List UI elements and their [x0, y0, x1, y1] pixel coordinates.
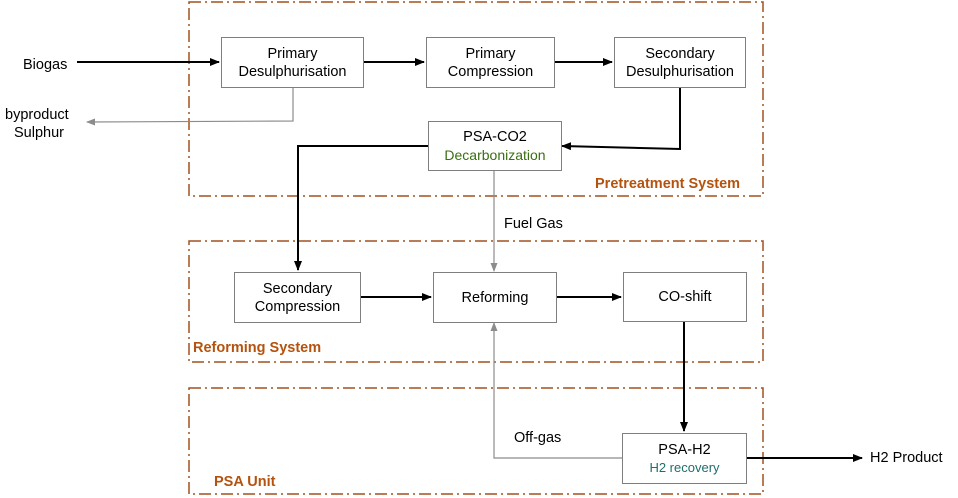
reforming-label: Reforming: [461, 289, 529, 306]
primary-desulphurisation-line1: Primary: [267, 45, 318, 62]
reforming-box: Reforming: [433, 272, 557, 323]
pretreatment-system-label: Pretreatment System: [595, 176, 741, 192]
psa-co2-box: PSA-CO2 Decarbonization: [428, 121, 562, 171]
secondary-compression-line1: Secondary: [262, 280, 333, 297]
psa-unit-label: PSA Unit: [214, 474, 276, 490]
off-gas-label: Off-gas: [514, 430, 562, 446]
psa-h2-box: PSA-H2 H2 recovery: [622, 433, 747, 484]
fuel-gas-label: Fuel Gas: [504, 216, 563, 232]
secondary-desulphurisation-line2: Desulphurisation: [625, 63, 734, 80]
pretreatment-system-border: [188, 1, 764, 197]
co-shift-label: CO-shift: [658, 289, 712, 305]
secondary-compression-box: Secondary Compression: [234, 272, 361, 323]
reforming-system-label: Reforming System: [193, 340, 322, 356]
off-gas-arrow: [490, 322, 622, 459]
biogas-label: Biogas: [23, 57, 68, 73]
co-shift-box: CO-shift: [623, 272, 747, 322]
byproduct-label: byproduct: [5, 107, 69, 123]
reforming-system-border: [188, 240, 764, 363]
primary-desulphurisation-line2: Desulphurisation: [238, 63, 347, 80]
primary-compression-line1: Primary: [465, 45, 516, 62]
psa-unit-border: [188, 387, 764, 495]
secondary-compression-line2: Compression: [254, 298, 341, 315]
h2-product-label: H2 Product: [870, 450, 943, 466]
psa-h2-title: PSA-H2: [658, 441, 711, 458]
psa-co2-to-secondary-compression-arrow: [294, 145, 428, 271]
secondary-desulphurisation-line1: Secondary: [645, 45, 715, 62]
sulphur-label: Sulphur: [14, 125, 64, 141]
secondary-desulph-to-psa-co2-arrow: [561, 88, 681, 151]
primary-compression-line2: Compression: [447, 63, 534, 80]
h2-recovery-label: H2 recovery: [649, 459, 720, 475]
secondary-desulphurisation-box: Secondary Desulphurisation: [614, 37, 746, 88]
sulphur-byproduct-arrow: [86, 88, 294, 126]
decarbonization-label: Decarbonization: [444, 147, 546, 163]
psa-co2-title: PSA-CO2: [463, 129, 527, 145]
primary-compression-box: Primary Compression: [426, 37, 555, 88]
primary-desulphurisation-box: Primary Desulphurisation: [221, 37, 364, 88]
